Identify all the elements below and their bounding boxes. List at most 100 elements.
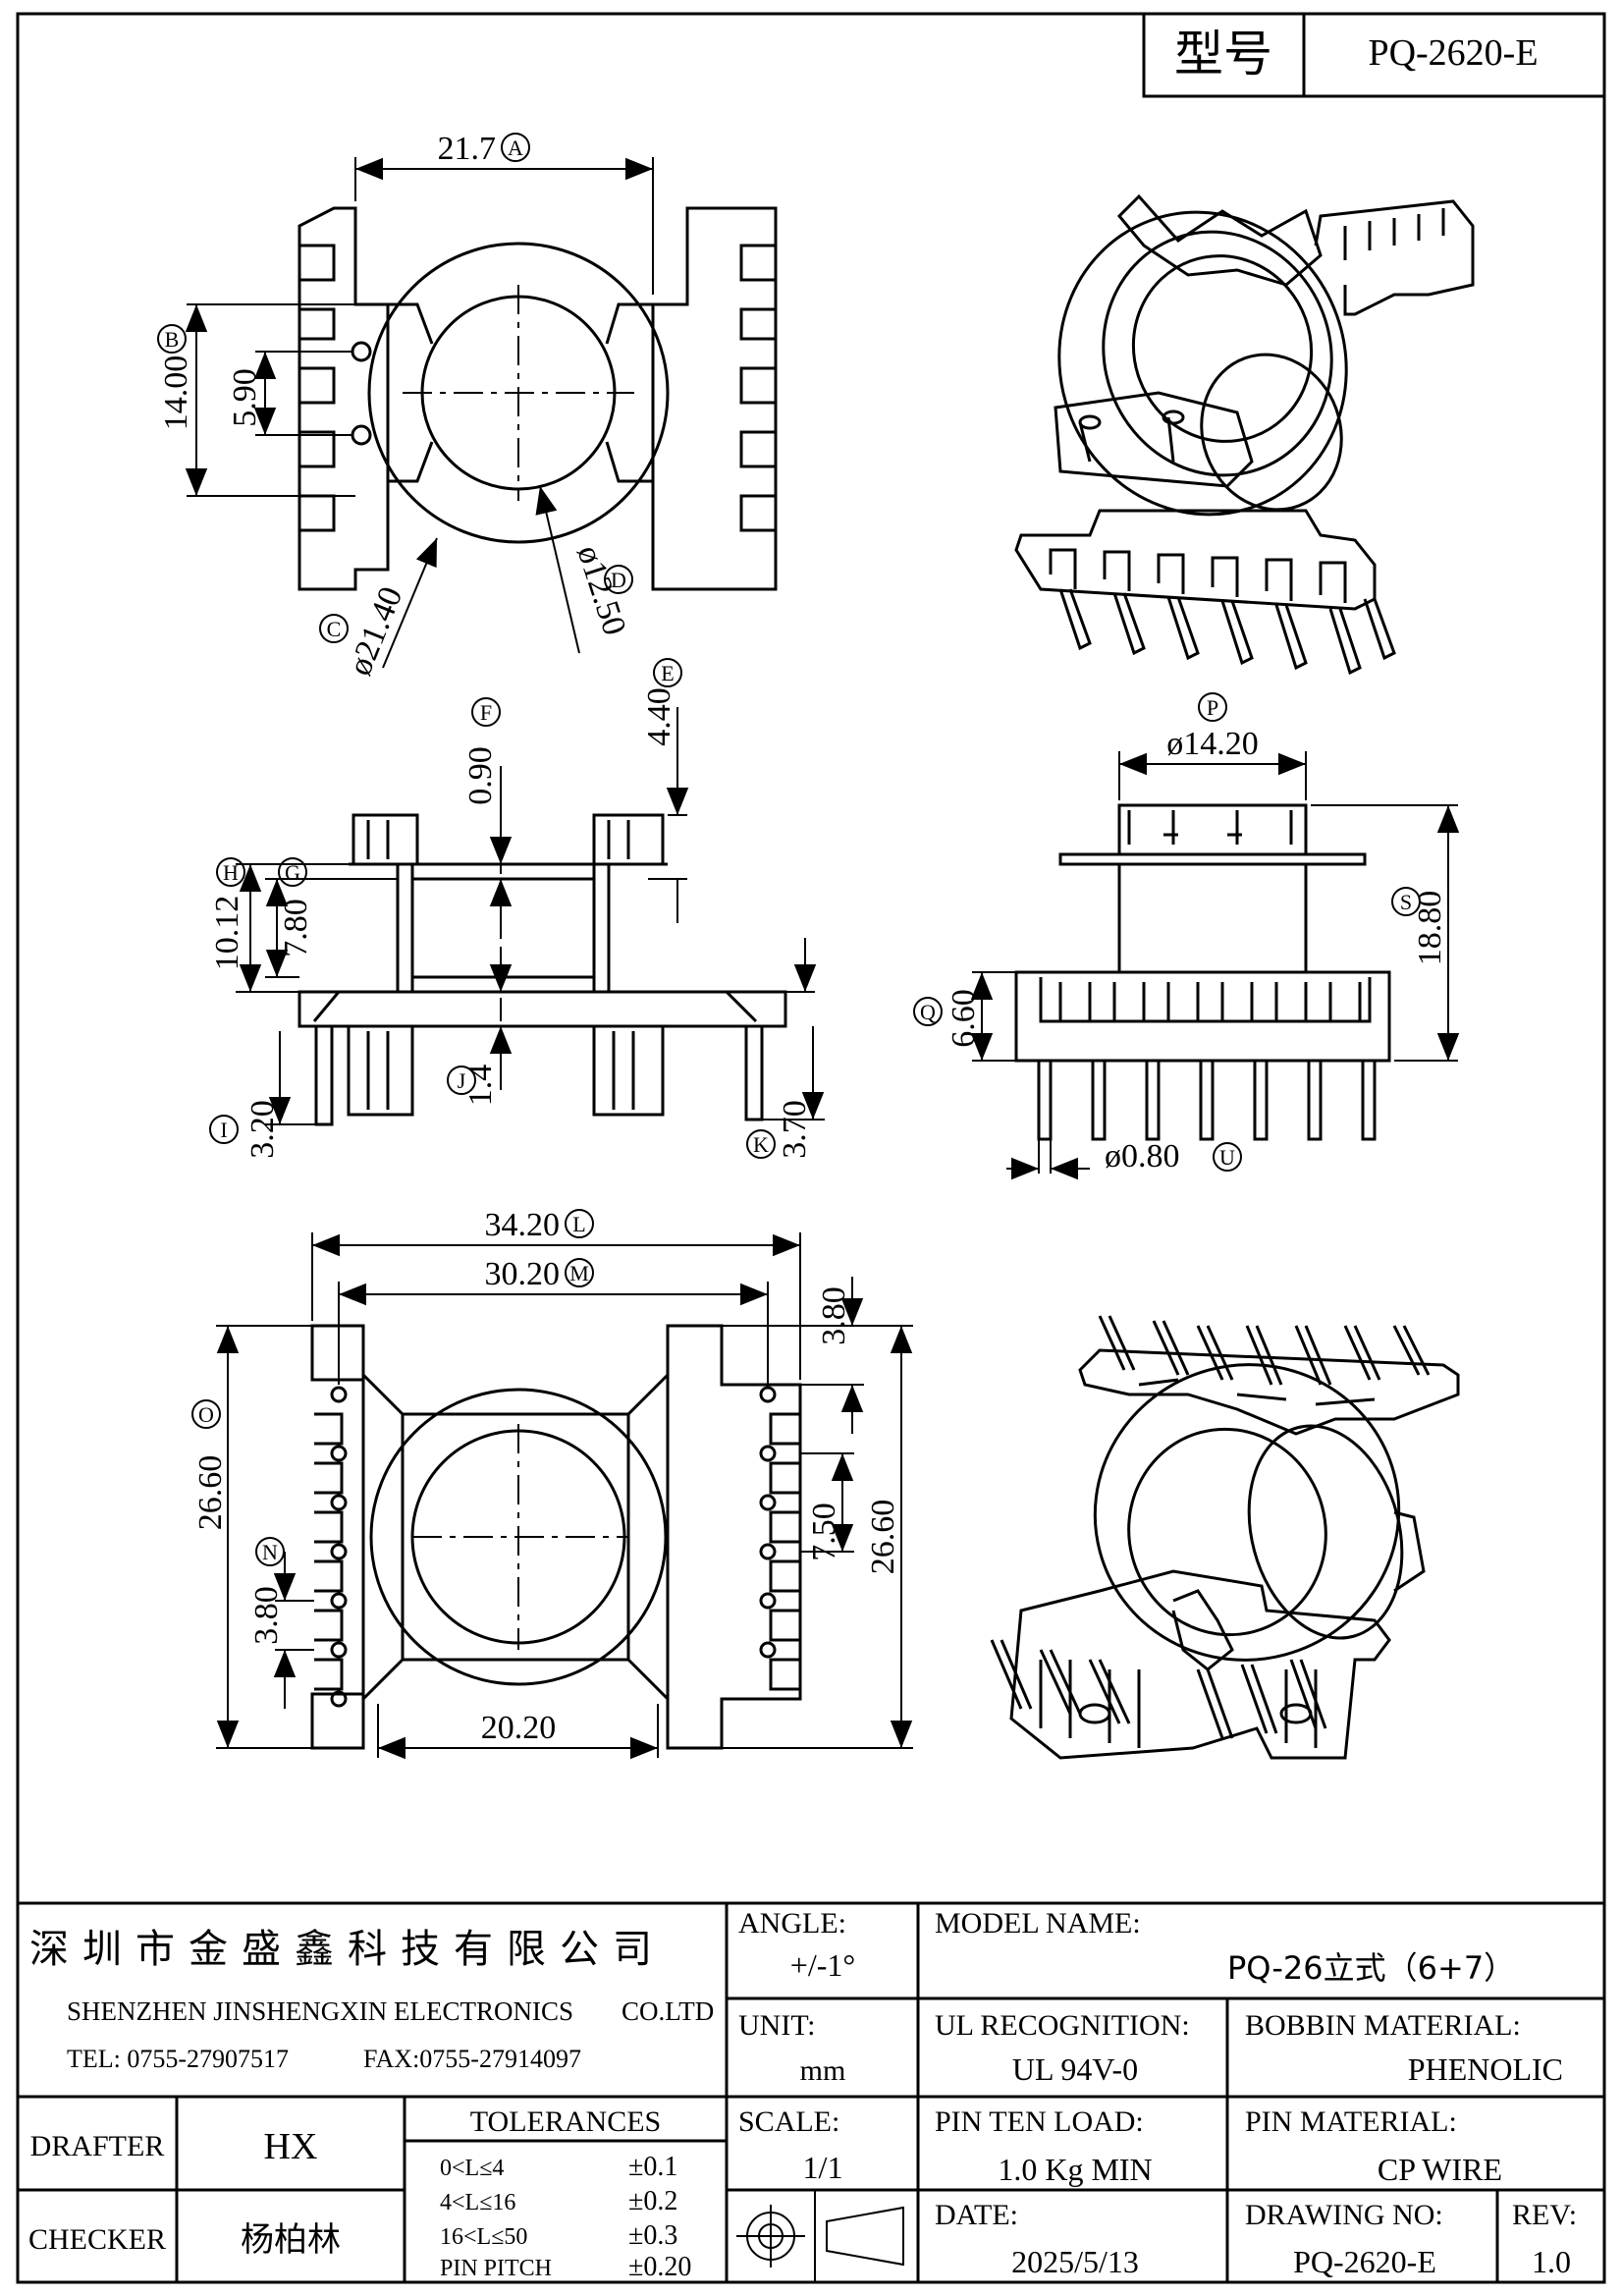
- unit-value: mm: [800, 2054, 846, 2087]
- dim-l-value: 34.20: [485, 1207, 561, 1243]
- rev-value: 1.0: [1532, 2244, 1571, 2279]
- svg-text:±0.2: ±0.2: [628, 2186, 677, 2216]
- tolerance-row: 4<L≤16 ±0.2: [440, 2186, 677, 2216]
- dim-u: [1006, 1139, 1090, 1180]
- model-label: MODEL NAME:: [935, 1907, 1141, 1940]
- header-box: 型号 PQ-2620-E: [1142, 12, 1606, 98]
- pin-material-value: CP WIRE: [1378, 2152, 1502, 2187]
- dim-a-value: 21.7: [438, 131, 497, 167]
- dim-s-marker: S: [1391, 887, 1421, 916]
- projection-symbol-icon: [736, 2205, 904, 2268]
- dim-l: [311, 1232, 801, 1380]
- dim-e-marker: E: [653, 658, 682, 687]
- checker-label: CHECKER: [28, 2223, 166, 2256]
- svg-text:16<L≤50: 16<L≤50: [440, 2224, 527, 2250]
- drafter-label: DRAFTER: [30, 2130, 165, 2162]
- dim-i-marker: I: [209, 1115, 239, 1144]
- svg-text:±0.3: ±0.3: [628, 2220, 677, 2251]
- dim-p-value: ø14.20: [1166, 726, 1259, 762]
- dim-l-marker: L: [565, 1209, 594, 1238]
- company-name-cn: 深圳市金盛鑫科技有限公司: [29, 1927, 666, 1972]
- company-name-en: SHENZHEN JINSHENGXIN ELECTRONICS: [67, 1996, 573, 2026]
- side-view: [297, 813, 787, 1126]
- svg-text:D: D: [611, 568, 626, 592]
- company-fax: FAX:0755-27914097: [363, 2045, 581, 2073]
- dim-j-value: 1.4: [462, 1065, 499, 1107]
- dim-o: [216, 1325, 312, 1749]
- bottom-view-centerlines: [412, 1424, 628, 1650]
- svg-text:E: E: [661, 661, 674, 685]
- dim-q: [970, 971, 1016, 1062]
- scale-value: 1/1: [803, 2150, 843, 2185]
- dim-s-value: 18.80: [1412, 891, 1448, 966]
- dim-g-marker: G: [278, 857, 307, 887]
- dim-k-value: 3.70: [777, 1100, 813, 1159]
- dim-u-marker: U: [1213, 1142, 1242, 1172]
- dim-k-marker: K: [746, 1129, 776, 1159]
- svg-text:N: N: [262, 1540, 278, 1564]
- drawing-no-value: PQ-2620-E: [1293, 2244, 1436, 2279]
- svg-text:K: K: [753, 1132, 769, 1157]
- dim-g-value: 7.80: [278, 899, 314, 957]
- dim-e-value: 4.40: [641, 687, 677, 746]
- dim-o-value: 26.60: [192, 1455, 229, 1531]
- checker-value: 杨柏林: [241, 2220, 341, 2260]
- dim-k: [762, 1026, 825, 1121]
- drafter-value: HX: [264, 2126, 318, 2167]
- ul-value: UL 94V-0: [1012, 2051, 1138, 2087]
- dim-2660-right-value: 26.60: [865, 1500, 901, 1575]
- iso-view-top: [1014, 193, 1475, 611]
- type-value: PQ-2620-E: [1368, 32, 1538, 74]
- svg-text:0<L≤4: 0<L≤4: [440, 2156, 504, 2181]
- tolerance-row: 0<L≤4 ±0.1: [440, 2152, 677, 2182]
- iso-view-top-pins: [1058, 588, 1396, 676]
- dim-o-marker: O: [191, 1399, 221, 1429]
- dim-q-marker: Q: [913, 997, 943, 1026]
- dim-b-marker: B: [157, 324, 187, 354]
- bobbin-value: PHENOLIC: [1408, 2051, 1563, 2087]
- date-value: 2025/5/13: [1011, 2244, 1139, 2279]
- dim-e: [666, 707, 689, 816]
- drawing-no-label: DRAWING NO:: [1245, 2199, 1443, 2231]
- svg-text:C: C: [327, 617, 342, 641]
- iso-view-bottom: [990, 1315, 1460, 1760]
- svg-text:G: G: [285, 860, 300, 885]
- ul-label: UL RECOGNITION:: [935, 2009, 1190, 2042]
- dim-b: [185, 303, 355, 497]
- top-view: [297, 206, 778, 591]
- dim-a: [354, 157, 654, 295]
- dim-b-value: 14.00: [158, 355, 194, 431]
- dim-q-value: 6.60: [946, 989, 982, 1048]
- svg-text:B: B: [165, 327, 180, 352]
- dim-f-marker: F: [471, 697, 501, 727]
- svg-text:A: A: [508, 136, 523, 160]
- svg-text:F: F: [480, 700, 492, 725]
- dim-590-value: 5.90: [227, 368, 263, 427]
- svg-text:M: M: [569, 1261, 589, 1285]
- dim-a-marker: A: [501, 133, 530, 162]
- svg-text:PIN PITCH: PIN PITCH: [440, 2256, 552, 2281]
- angle-label: ANGLE:: [738, 1907, 846, 1940]
- svg-text:O: O: [198, 1402, 214, 1427]
- svg-text:J: J: [458, 1068, 466, 1093]
- dim-h-value: 10.12: [209, 896, 245, 971]
- svg-text:S: S: [1400, 890, 1412, 914]
- title-block-lines: [18, 1901, 1604, 2282]
- dim-p: [1118, 751, 1307, 800]
- dim-380-right-value: 3.80: [816, 1286, 852, 1345]
- dim-c-marker: C: [319, 614, 349, 643]
- svg-text:H: H: [223, 860, 239, 885]
- svg-text:I: I: [220, 1118, 227, 1142]
- dim-m-marker: M: [565, 1258, 594, 1287]
- dim-h-marker: H: [216, 857, 245, 887]
- company-suffix: CO.LTD: [622, 1996, 714, 2026]
- company-tel: TEL: 0755-27907517: [67, 2045, 289, 2073]
- svg-text:4<L≤16: 4<L≤16: [440, 2190, 515, 2215]
- front-view: [1014, 803, 1391, 1141]
- dim-i: [265, 1031, 316, 1125]
- tolerance-row: 16<L≤50 ±0.3: [440, 2220, 677, 2251]
- dim-n: [273, 1552, 314, 1709]
- svg-text:±0.20: ±0.20: [628, 2252, 691, 2282]
- model-value: PQ-26立式（6+7）: [1227, 1949, 1515, 1987]
- date-label: DATE:: [935, 2199, 1018, 2231]
